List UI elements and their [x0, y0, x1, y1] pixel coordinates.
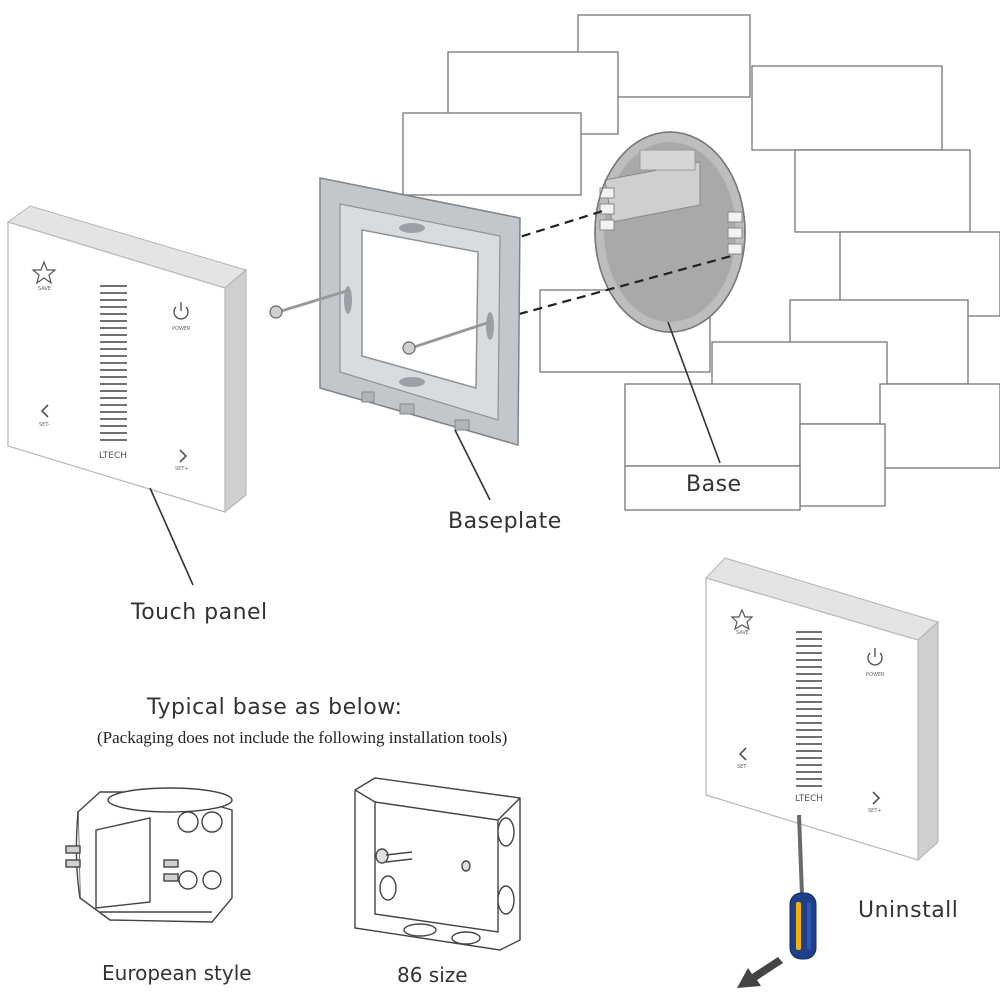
european-style-label: European style — [102, 961, 252, 985]
panel-brand-label: LTECH — [99, 451, 127, 461]
panel2-power-label: POWER — [866, 672, 885, 678]
panel-power-label: POWER — [172, 326, 191, 332]
size-86-box — [354, 777, 521, 951]
power-icon — [173, 302, 189, 320]
panel-set-plus-label: SET+ — [175, 466, 189, 472]
touch-panel: SAVE POWER SET- SET+ LTECH — [6, 205, 248, 514]
save-star-icon — [31, 260, 57, 285]
power-icon-2 — [867, 648, 883, 666]
panel2-brand-label: LTECH — [795, 794, 823, 804]
uninstall-slider-bars — [796, 631, 822, 787]
screw-alignment-lines — [349, 208, 736, 324]
brick-wall — [402, 14, 1000, 511]
typical-base-heading: Typical base as below: — [147, 695, 403, 720]
panel2-save-label: SAVE — [736, 630, 749, 636]
baseplate-label: Baseplate — [448, 509, 562, 534]
uninstall-panel: SAVE POWER SET- SET+ LTECH — [705, 557, 939, 862]
panel2-set-plus-label: SET+ — [868, 808, 882, 814]
uninstall-label: Uninstall — [858, 898, 959, 923]
save-star-icon-2 — [730, 608, 754, 631]
panel-set-minus-label: SET- — [39, 422, 50, 428]
screwdriver-icon — [789, 814, 817, 960]
touch-panel-label: Touch panel — [131, 600, 268, 625]
chevron-right-icon — [179, 449, 188, 463]
chevron-right-icon-2 — [872, 791, 881, 805]
baseplate — [319, 177, 521, 446]
base-box — [594, 131, 746, 333]
chevron-left-icon — [40, 404, 49, 418]
screws — [269, 288, 491, 355]
base-label: Base — [686, 472, 742, 497]
european-style-box — [65, 787, 233, 923]
pull-arrow-icon — [737, 957, 783, 988]
leader-lines — [149, 321, 721, 586]
touch-slider-bars — [100, 285, 127, 441]
size-86-label: 86 size — [397, 963, 468, 987]
panel2-set-minus-label: SET- — [737, 764, 748, 770]
panel-save-label: SAVE — [38, 286, 51, 292]
packaging-note: (Packaging does not include the followin… — [97, 728, 508, 747]
chevron-left-icon-2 — [738, 747, 747, 761]
